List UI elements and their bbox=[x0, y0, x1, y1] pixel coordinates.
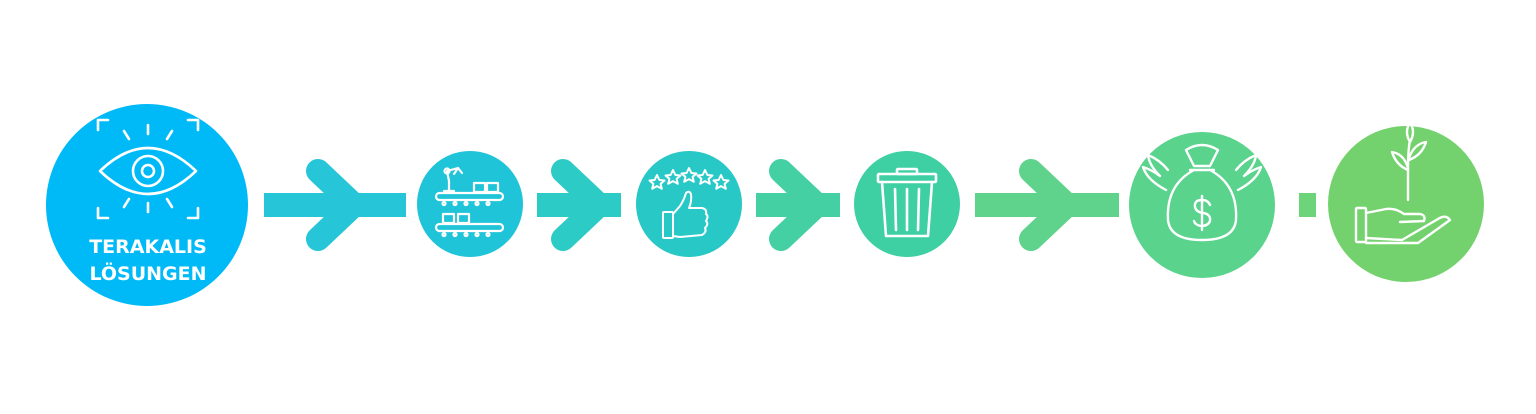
connector-4 bbox=[975, 159, 1119, 251]
trash-bin-icon bbox=[876, 167, 938, 238]
brand-name-line1: TERAKALIS bbox=[89, 236, 207, 258]
connector-2 bbox=[537, 159, 621, 251]
step-sustainability bbox=[1328, 120, 1484, 282]
step-production bbox=[417, 151, 523, 257]
step-circle bbox=[636, 151, 742, 257]
robot-conveyor-icon bbox=[434, 166, 505, 238]
arrow-head-icon bbox=[769, 159, 829, 251]
winged-money-bag-icon bbox=[1141, 143, 1263, 242]
arrow-head-icon bbox=[306, 159, 366, 251]
arrow-head-icon bbox=[1019, 159, 1079, 251]
eye-scan-icon bbox=[96, 118, 200, 220]
step-circle bbox=[417, 151, 523, 257]
arrow-head-icon bbox=[551, 159, 611, 251]
five-star-thumbs-up-icon bbox=[648, 167, 730, 239]
brand-step: TERAKALIS LÖSUNGEN bbox=[46, 104, 248, 306]
hand-plant-icon bbox=[1354, 120, 1452, 245]
brand-name-line2: LÖSUNGEN bbox=[89, 261, 206, 285]
connector-5 bbox=[1299, 193, 1316, 217]
connector-3 bbox=[756, 159, 840, 251]
step-waste bbox=[854, 151, 960, 257]
step-savings bbox=[1129, 132, 1275, 278]
connector-1 bbox=[264, 159, 406, 251]
step-circle bbox=[1328, 126, 1484, 282]
rating-stars-icon bbox=[648, 167, 730, 190]
step-quality bbox=[636, 151, 742, 257]
